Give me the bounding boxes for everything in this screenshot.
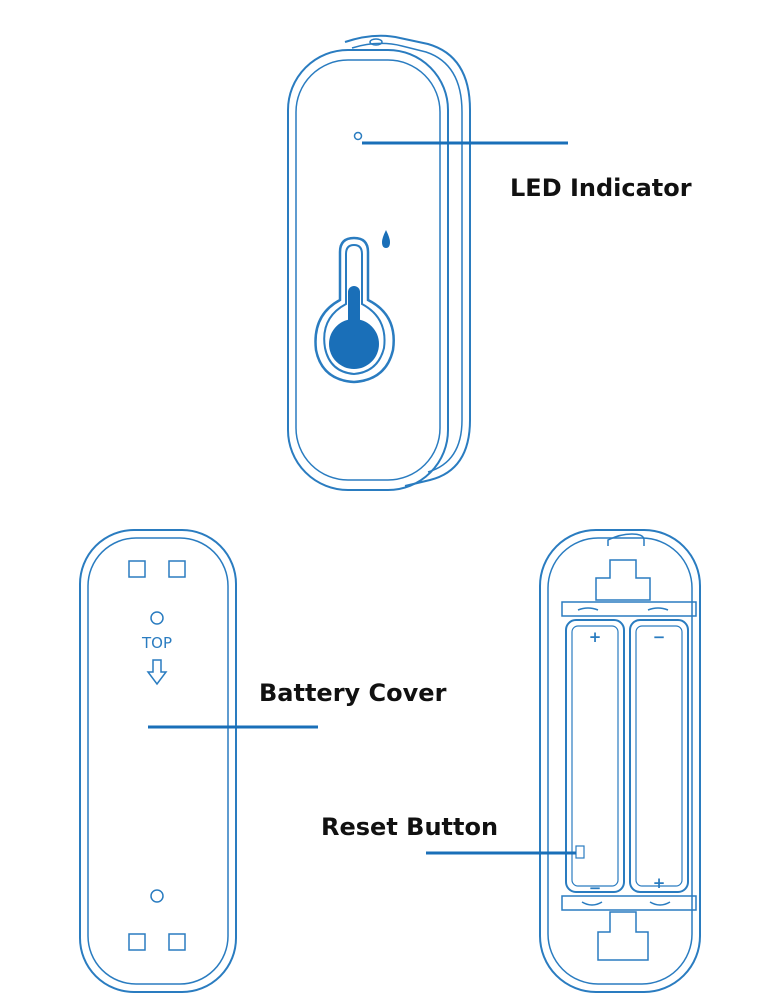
battery-cell	[629, 619, 689, 893]
battery-compartment	[539, 529, 701, 993]
top-marking: TOP	[141, 634, 172, 652]
led-indicator-label: LED Indicator	[510, 174, 692, 202]
polarity-plus-bottom-right: +	[653, 874, 666, 892]
led-indicator	[353, 131, 363, 141]
reset-button	[575, 845, 585, 859]
battery-cell	[565, 619, 625, 893]
device-front	[287, 34, 471, 491]
clip-slot	[128, 560, 146, 578]
screw-hole	[150, 611, 164, 625]
polarity-plus-top-left: +	[589, 628, 602, 646]
clip-slot	[168, 560, 186, 578]
down-arrow-icon	[146, 659, 168, 686]
battery-cover	[79, 529, 237, 993]
device-front-outline	[287, 49, 449, 491]
clip-slot	[128, 933, 146, 951]
thermometer-droplet-icon	[314, 230, 395, 384]
polarity-minus-top-right: −	[653, 628, 666, 646]
reset-button-label: Reset Button	[321, 813, 498, 841]
screw-hole	[150, 889, 164, 903]
battery-cover-label: Battery Cover	[259, 679, 447, 707]
clip-slot	[168, 933, 186, 951]
polarity-minus-bottom-left: −	[589, 879, 602, 897]
